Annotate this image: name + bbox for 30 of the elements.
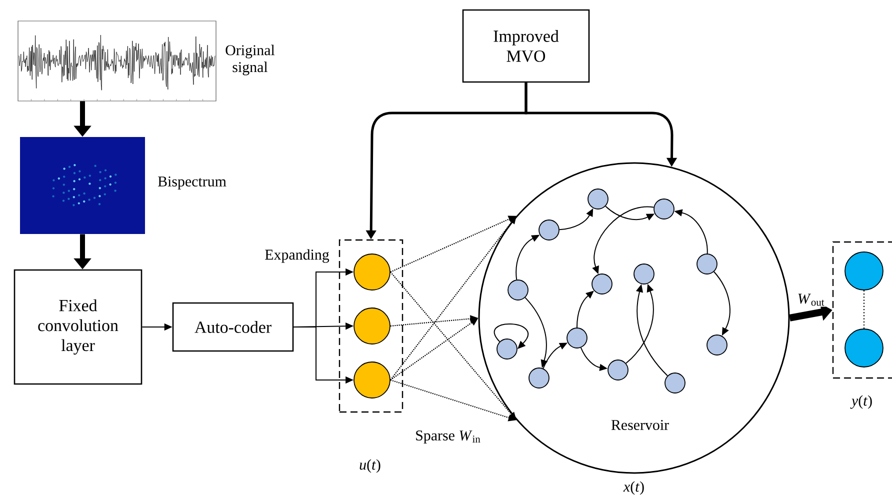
node-caption: y(t) <box>850 395 872 409</box>
neuron-circle <box>588 188 608 210</box>
neuron-circle <box>528 368 550 388</box>
neuron-circle <box>508 280 528 300</box>
node-caption: x(t) <box>623 481 644 495</box>
node-caption: Bispectrum <box>158 176 226 190</box>
neuron-circle <box>608 360 628 380</box>
neuron-circle <box>354 362 390 398</box>
process-box: Auto-coder <box>172 302 294 352</box>
neuron-circle <box>654 198 674 220</box>
node-caption: Original signal <box>226 44 275 76</box>
neuron-circle <box>354 254 390 290</box>
neuron-circle <box>706 334 728 356</box>
neuron-circle <box>634 264 654 284</box>
neuron-circle <box>696 254 718 274</box>
neuron-circle <box>566 328 588 348</box>
neuron-circle <box>354 308 390 344</box>
process-box: Fixed convolution layer <box>14 269 142 385</box>
process-box: Improved MVO <box>462 9 590 83</box>
neuron-circle <box>664 372 686 394</box>
arrow <box>494 323 528 349</box>
text-label: Expanding <box>265 249 330 263</box>
neuron-circle <box>844 328 884 368</box>
text-label: Sparse W$_{in}$ <box>416 430 480 444</box>
neuron-circle <box>844 252 884 290</box>
neuron-circle <box>538 220 560 240</box>
neuron-circle <box>496 338 518 360</box>
edge-label: W$_{out}$ <box>796 292 826 307</box>
neuron-circle <box>592 274 612 294</box>
node-caption: u(t) <box>360 459 380 473</box>
